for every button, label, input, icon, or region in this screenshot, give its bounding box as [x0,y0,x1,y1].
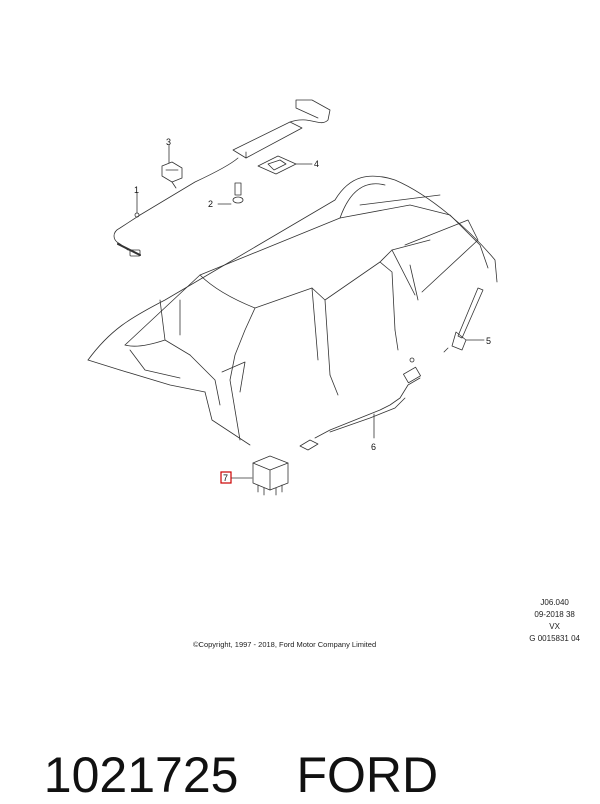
antenna-module[interactable] [232,99,331,159]
callout-7: 7 [223,473,228,483]
reference-line: 09-2018 38 [534,610,575,619]
callout-2: 2 [208,199,213,209]
part-1-antenna-cable[interactable] [113,157,239,257]
callout-6: 6 [371,442,376,452]
part-2-bolt[interactable] [217,182,244,205]
part-4-bracket[interactable] [257,155,313,175]
reference-block: J06.040 09-2018 38 VX G 0015831 04 [529,597,580,645]
part-7-relay[interactable] [230,455,289,496]
reference-line: VX [549,622,560,631]
parts-diagram: 1 2 3 4 5 6 7 [87,99,498,496]
callout-5: 5 [486,336,491,346]
callout-4: 4 [314,159,319,169]
copyright-text: ©Copyright, 1997 - 2018, Ford Motor Comp… [193,640,377,649]
callout-1: 1 [134,185,139,195]
part-6-cable[interactable] [299,357,421,451]
reference-line: G 0015831 04 [529,634,580,643]
part-5-antenna-mast[interactable] [443,287,485,353]
callout-7-highlight-box[interactable] [220,471,232,484]
vehicle-outline [87,175,498,446]
part-caption: 1021725 FORD [16,688,438,804]
part-number: 1021725 [43,747,239,803]
callout-labels: 1 2 3 4 5 6 7 [134,137,491,484]
part-3-clip[interactable] [161,144,183,189]
brand-name: FORD [296,747,439,803]
callout-3: 3 [166,137,171,147]
reference-line: J06.040 [540,598,569,607]
